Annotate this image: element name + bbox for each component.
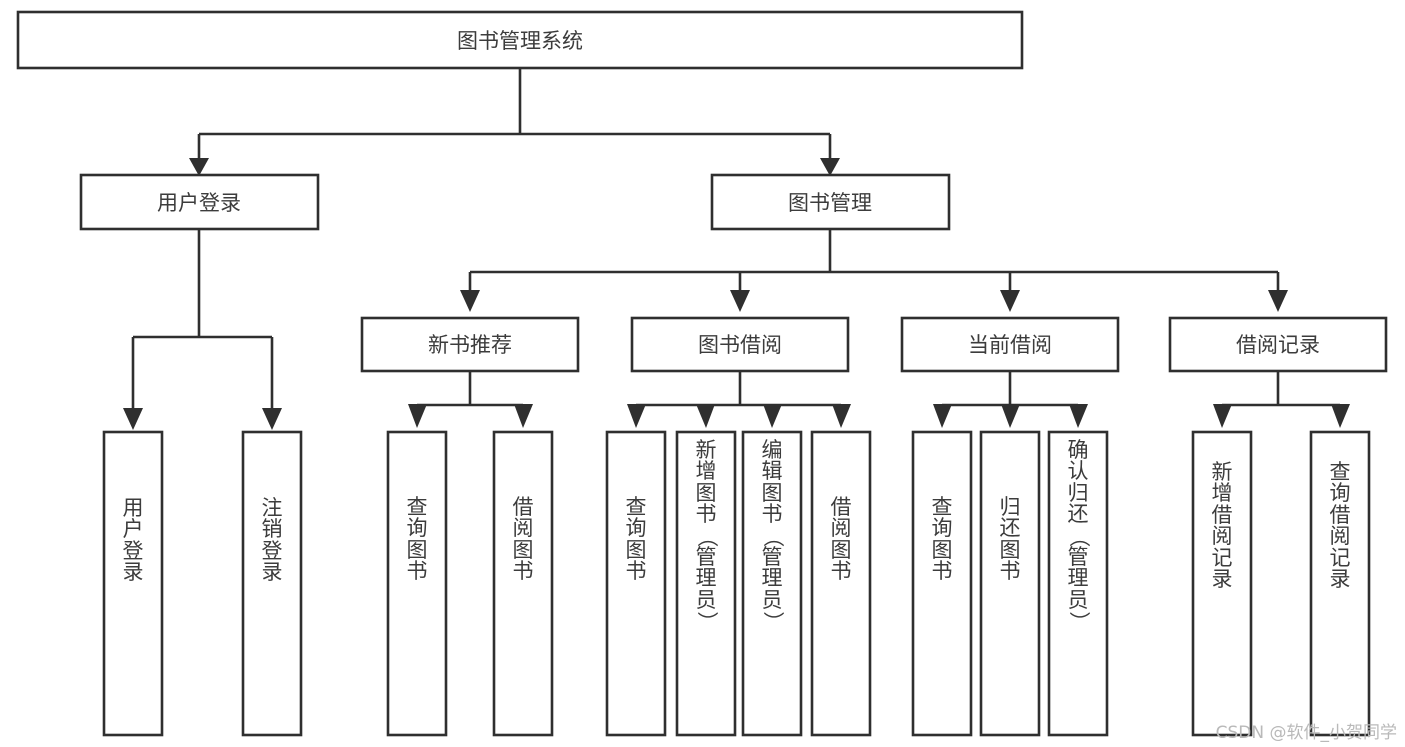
node-new-book-recommend[interactable] — [360, 316, 580, 373]
arrow-cb-leaf-3-icon — [1069, 404, 1088, 428]
arrow-user-login-leaf-2-icon — [262, 408, 282, 430]
csdn-watermark: CSDN @软件_小贺同学 — [1215, 723, 1397, 743]
node-root-book-management-system[interactable] — [16, 10, 1024, 70]
node-book-management-label: 图书管理 — [788, 191, 872, 215]
node-current-borrow-label: 当前借阅 — [968, 333, 1052, 357]
arrow-nbr-leaf-1-icon — [408, 404, 427, 428]
leaf-box-new-book-recommend-1[interactable] — [386, 430, 448, 737]
leaf-box-borrow-record-2[interactable] — [1309, 430, 1371, 737]
arrow-to-book-borrow-icon — [730, 290, 750, 312]
node-book-borrow-label: 图书借阅 — [698, 333, 782, 357]
leaf-box-book-borrow-3[interactable] — [741, 430, 803, 737]
leaf-box-user-login-2[interactable] — [241, 430, 303, 737]
leaf-box-book-borrow-4[interactable] — [810, 430, 872, 737]
arrow-user-login-leaf-1-icon — [123, 408, 143, 430]
arrow-bb-leaf-3-icon — [763, 404, 782, 428]
arrow-to-borrow-record-icon — [1268, 290, 1288, 312]
node-book-management[interactable] — [710, 173, 951, 231]
arrow-br-leaf-1-icon — [1213, 404, 1232, 428]
node-new-book-recommend-label: 新书推荐 — [428, 333, 512, 357]
leaf-box-current-borrow-3[interactable] — [1047, 430, 1109, 737]
arrow-cb-leaf-2-icon — [1001, 404, 1020, 428]
node-user-login-label: 用户登录 — [157, 191, 241, 215]
arrow-cb-leaf-1-icon — [933, 404, 952, 428]
leaf-box-borrow-record-1[interactable] — [1191, 430, 1253, 737]
node-borrow-record[interactable] — [1168, 316, 1388, 373]
arrow-to-new-book-recommend-icon — [460, 290, 480, 312]
leaf-box-book-borrow-1[interactable] — [605, 430, 667, 737]
node-book-borrow[interactable] — [630, 316, 850, 373]
arrow-nbr-leaf-2-icon — [514, 404, 533, 428]
leaf-box-new-book-recommend-2[interactable] — [492, 430, 554, 737]
leaf-box-user-login-1[interactable] — [102, 430, 164, 737]
arrow-to-current-borrow-icon — [1000, 290, 1020, 312]
leaf-box-current-borrow-1[interactable] — [911, 430, 973, 737]
leaf-box-current-borrow-2[interactable] — [979, 430, 1041, 737]
node-current-borrow[interactable] — [900, 316, 1120, 373]
arrow-bb-leaf-4-icon — [832, 404, 851, 428]
arrow-br-leaf-2-icon — [1331, 404, 1350, 428]
arrow-bb-leaf-1-icon — [627, 404, 646, 428]
arrow-root-to-user-login-icon — [189, 158, 209, 176]
node-borrow-record-label: 借阅记录 — [1236, 333, 1320, 357]
arrow-bb-leaf-2-icon — [696, 404, 715, 428]
arrow-root-to-book-management-icon — [820, 158, 840, 176]
leaf-box-book-borrow-2[interactable] — [675, 430, 737, 737]
node-root-label: 图书管理系统 — [457, 29, 583, 53]
